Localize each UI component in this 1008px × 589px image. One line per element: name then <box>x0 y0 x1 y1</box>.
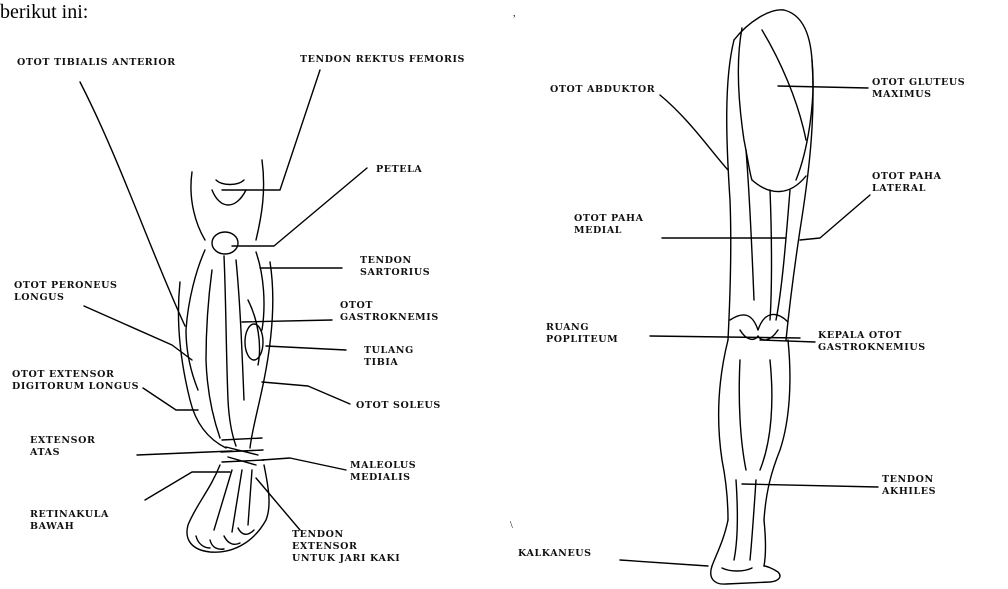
front-leg-figure <box>178 160 272 552</box>
label-otot-extensor-digitorum-longus: OTOT EXTENSOR DIGITORUM LONGUS <box>12 369 139 393</box>
front-leader-lines <box>80 70 367 530</box>
label-otot-tibialis-anterior: OTOT TIBIALIS ANTERIOR <box>17 57 176 69</box>
label-otot-paha-medial: OTOT PAHA MEDIAL <box>574 213 644 237</box>
label-tendon-extensor-jari-kaki: TENDON EXTENSOR UNTUK JARI KAKI <box>292 529 400 565</box>
back-leader-lines <box>620 86 878 566</box>
label-otot-peroneus-longus: OTOT PERONEUS LONGUS <box>14 280 117 304</box>
label-extensor-atas: EXTENSOR ATAS <box>30 435 95 459</box>
label-tendon-akhiles: TENDON AKHILES <box>882 474 936 498</box>
label-kepala-otot-gastroknemius: KEPALA OTOT GASTROKNEMIUS <box>818 330 926 354</box>
label-ruang-popliteum: RUANG POPLITEUM <box>546 322 618 346</box>
label-tendon-sartorius: TENDON SARTORIUS <box>360 255 430 279</box>
label-retinakula-bawah: RETINAKULA BAWAH <box>30 509 109 533</box>
label-otot-gastroknemis: OTOT GASTROKNEMIS <box>340 300 439 324</box>
back-leg-figure <box>711 10 813 584</box>
label-petela: PETELA <box>376 164 422 176</box>
label-tendon-rektus-femoris: TENDON REKTUS FEMORIS <box>300 54 465 66</box>
label-tulang-tibia: TULANG TIBIA <box>364 345 414 369</box>
label-otot-abduktor: OTOT ABDUKTOR <box>550 84 655 96</box>
label-kalkaneus: KALKANEUS <box>518 548 592 560</box>
label-maleolus-medialis: MALEOLUS MEDIALIS <box>350 460 416 484</box>
label-otot-paha-lateral: OTOT PAHA LATERAL <box>872 171 942 195</box>
label-otot-soleus: OTOT SOLEUS <box>356 400 441 412</box>
label-otot-gluteus-maximus: OTOT GLUTEUS MAXIMUS <box>872 77 965 101</box>
